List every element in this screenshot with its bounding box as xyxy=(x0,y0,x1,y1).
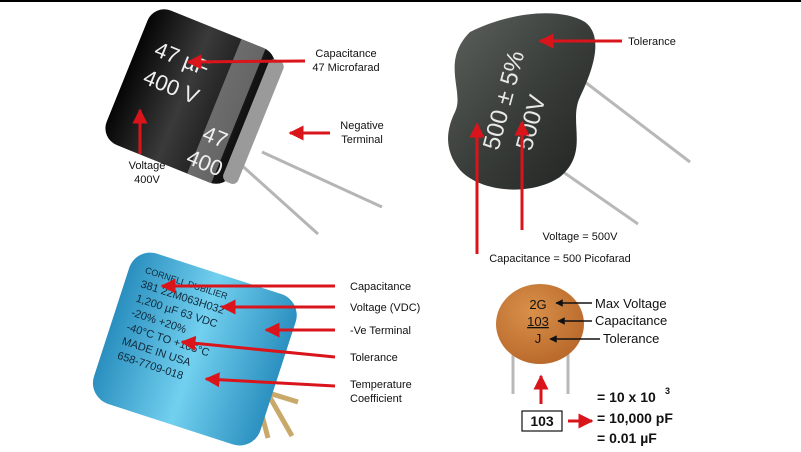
code-text: 2G xyxy=(529,297,546,312)
capacitance-label: Capacitance = 500 Picofarad xyxy=(489,253,631,265)
capacitance-value: 47 Microfarad xyxy=(312,62,379,74)
capacitor-body xyxy=(105,9,275,184)
small-disc-capacitor: 2G 103 J Max Voltage Capacitance Toleran… xyxy=(496,284,673,446)
terminal-pin xyxy=(265,392,295,438)
lead-wire xyxy=(236,160,320,236)
code-meaning: Capacitance xyxy=(595,313,667,328)
code-meaning: Tolerance xyxy=(603,331,659,346)
arrow xyxy=(204,372,336,388)
lead-wire xyxy=(555,165,639,226)
voltage-label: Voltage xyxy=(129,160,166,172)
negative-terminal-label: Negative xyxy=(340,120,383,132)
polarity-stripe xyxy=(187,39,266,184)
voltage-value: 400V xyxy=(134,174,160,186)
lead-wire xyxy=(261,150,383,209)
equation-line: = 0.01 µF xyxy=(597,430,657,446)
code-box-text: 103 xyxy=(530,413,554,429)
terminal-pin xyxy=(271,391,299,405)
can-label: Coefficient xyxy=(350,393,402,405)
voltage-label: Voltage = 500V xyxy=(543,231,619,243)
can-label: Voltage (VDC) xyxy=(350,302,420,314)
arrow xyxy=(186,54,306,70)
code-text: 103 xyxy=(527,314,549,329)
code-text: J xyxy=(535,331,542,346)
capacitor-end-cap xyxy=(223,59,284,184)
electrolytic-capacitor: 47 µF 400 V 47 400 Capacitance 47 Microf… xyxy=(105,9,384,236)
can-label: Tolerance xyxy=(350,352,398,364)
equation-line: = 10 x 10 xyxy=(597,389,656,405)
can-label: Temperature xyxy=(350,379,412,391)
tolerance-label: Tolerance xyxy=(628,36,676,48)
negative-terminal-label: Terminal xyxy=(341,134,383,146)
lead-wire xyxy=(584,80,691,164)
disc-body xyxy=(448,13,596,190)
code-meaning: Max Voltage xyxy=(595,296,667,311)
ceramic-disc-capacitor: 500 ± 5% 500V Tolerance Voltage = 500V C… xyxy=(448,13,691,265)
can-label: Capacitance xyxy=(350,281,411,293)
equation-exponent: 3 xyxy=(665,386,670,396)
can-label: -Ve Terminal xyxy=(350,325,411,337)
arrow xyxy=(180,335,336,359)
code-box xyxy=(521,410,563,432)
capacitance-label: Capacitance xyxy=(315,48,376,60)
equation-line: = 10,000 pF xyxy=(597,410,673,426)
